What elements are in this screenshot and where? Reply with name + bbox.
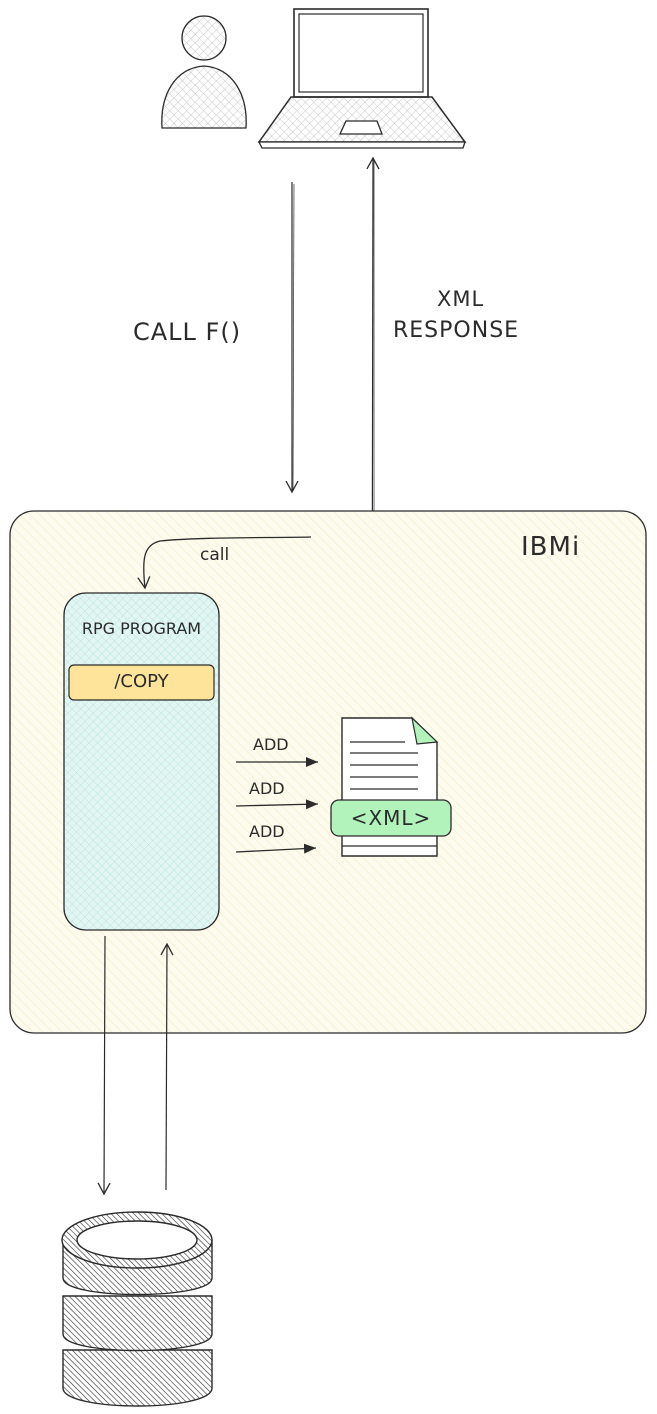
xml-response-label-line2: RESPONSE xyxy=(393,318,520,343)
ibmi-label: IBMi xyxy=(521,532,581,562)
rpg-to-db-arrow xyxy=(97,935,111,1196)
db-to-rpg-arrow xyxy=(160,942,174,1191)
laptop-icon xyxy=(257,8,467,149)
copy-label: /COPY xyxy=(114,671,169,692)
xml-response-label-line1: XML xyxy=(437,287,485,311)
copy-box xyxy=(68,664,215,701)
add-label-1: ADD xyxy=(253,735,289,754)
rpg-program-label: RPG PROGRAM xyxy=(81,619,202,638)
document-icon xyxy=(330,716,452,857)
xml-tag-label: <XML> xyxy=(350,806,432,830)
call-arrow xyxy=(285,182,299,494)
internal-call-arrow xyxy=(137,536,312,590)
add-label-2: ADD xyxy=(249,779,285,798)
internal-call-label: call xyxy=(200,545,230,565)
user-icon xyxy=(161,15,247,129)
add-arrows xyxy=(235,757,319,854)
add-label-3: ADD xyxy=(249,822,285,841)
database-icon xyxy=(61,1211,213,1407)
call-function-label: CALL F() xyxy=(133,318,242,346)
rpg-program-box xyxy=(63,592,220,931)
